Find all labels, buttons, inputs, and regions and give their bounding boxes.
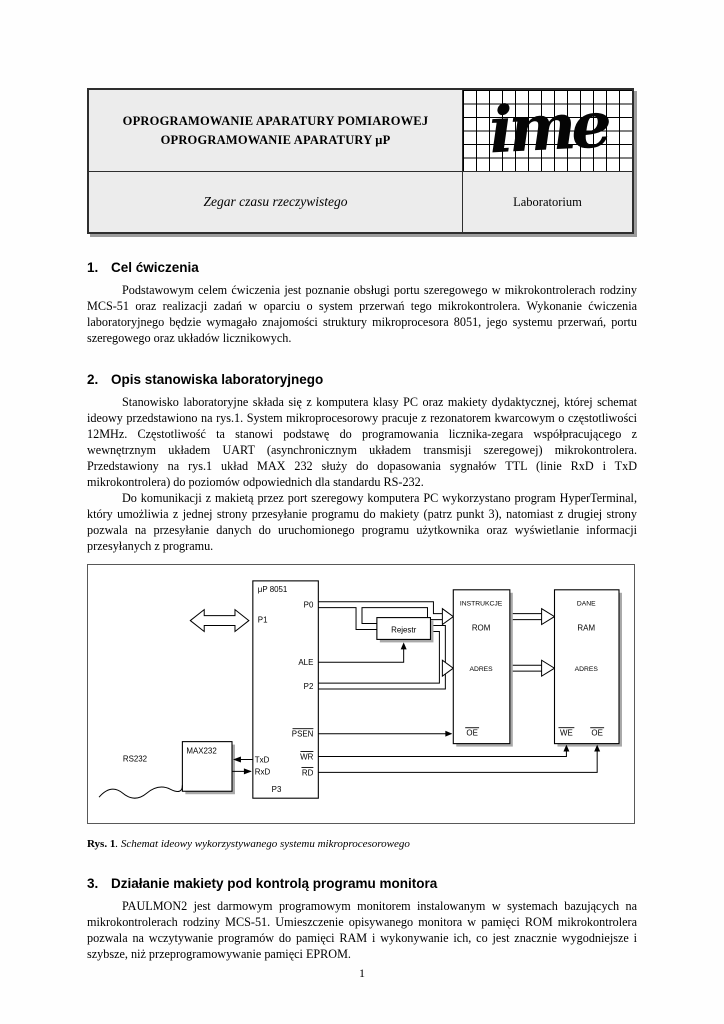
subtitle-cell: Zegar czasu rzeczywistego (89, 172, 463, 232)
rom-addr-bus-arrow (441, 659, 455, 678)
section-3-title: Działanie makiety pod kontrolą programu … (111, 876, 438, 891)
rom-oe-label: OE (466, 729, 477, 738)
section-3-paragraph: PAULMON2 jest darmowym programowym monit… (87, 899, 637, 961)
section-2-heading: 2. Opis stanowiska laboratoryjnego (87, 372, 637, 387)
ale-line (318, 644, 405, 663)
figure-caption: Rys. 1. Schemat ideowy wykorzystywanego … (87, 838, 637, 850)
ime-logo-text: ime (486, 90, 609, 168)
section-3-heading: 3. Działanie makiety pod kontrolą program… (87, 876, 637, 891)
rd-label: RD (302, 768, 314, 777)
figure-frame: μP 8051 P0 P1 ALE P2 PSEN WR RD P3 TxD R… (87, 564, 635, 824)
signal-lines (98, 642, 601, 799)
rejestr-label: Rejestr (391, 625, 416, 634)
bus-network (189, 601, 556, 690)
doc-subtitle: Zegar czasu rzeczywistego (203, 194, 348, 209)
p3-label: P3 (272, 785, 282, 794)
dane-label: DANE (577, 601, 596, 608)
wr-line (318, 746, 567, 758)
rom-adres-label: ADRES (469, 666, 493, 673)
diagram-labels: μP 8051 P0 P1 ALE P2 PSEN WR RD P3 TxD R… (123, 585, 605, 794)
section-1-number: 1. (87, 260, 99, 275)
cpu-block (252, 580, 319, 799)
page-number: 1 (359, 966, 365, 980)
page-content: OPROGRAMOWANIE APARATURY POMIAROWEJ OPRO… (87, 88, 637, 962)
ram-oe-label: OE (591, 729, 602, 738)
system-diagram: μP 8051 P0 P1 ALE P2 PSEN WR RD P3 TxD R… (98, 580, 622, 799)
cpu-label: μP 8051 (258, 585, 288, 594)
rs232-label: RS232 (123, 754, 147, 763)
section-1-paragraph: Podstawowym celem ćwiczenia jest poznani… (87, 283, 637, 345)
section-2-paragraph-2: Do komunikacji z makietą przez port szer… (87, 491, 637, 553)
max232-label: MAX232 (186, 747, 216, 756)
ale-label: ALE (298, 658, 313, 667)
rxd-label: RxD (255, 767, 271, 776)
txd-label: TxD (255, 755, 270, 764)
section-1-heading: 1. Cel ćwiczenia (87, 260, 637, 275)
lab-cell: Laboratorium (463, 172, 632, 232)
ram-addr-bus-arrow (541, 659, 556, 678)
max232-block (181, 741, 233, 792)
doc-title-line1: OPROGRAMOWANIE APARATURY POMIAROWEJ (122, 113, 429, 128)
ram-adres-label: ADRES (575, 666, 599, 673)
header-title-cell: OPROGRAMOWANIE APARATURY POMIAROWEJ OPRO… (89, 90, 463, 172)
wr-label: WR (300, 752, 313, 761)
ram-data-bus-arrow (541, 607, 556, 626)
ram-label: RAM (577, 623, 595, 632)
rd-line (318, 746, 598, 773)
instrukcje-label: INSTRUKCJE (460, 601, 503, 608)
header-table: OPROGRAMOWANIE APARATURY POMIAROWEJ OPRO… (87, 88, 634, 234)
p0-label: P0 (304, 601, 314, 610)
ram-block (553, 589, 620, 745)
figure-caption-text: . Schemat ideowy wykorzystywanego system… (115, 838, 410, 850)
section-3-number: 3. (87, 876, 99, 891)
ram-we-label: WE (560, 729, 573, 738)
section-1-title: Cel ćwiczenia (111, 260, 199, 275)
psen-label: PSEN (292, 730, 314, 739)
p2-label: P2 (304, 682, 314, 691)
rom-label: ROM (472, 623, 490, 632)
rejestr-block (376, 617, 432, 640)
instr-bus-arrow (441, 607, 455, 626)
p1-port-arrow (189, 608, 250, 633)
doc-title-line2: OPROGRAMOWANIE APARATURY μP (160, 132, 391, 147)
figure-caption-label: Rys. 1 (87, 838, 116, 850)
rs232-cable (98, 785, 183, 799)
lab-label: Laboratorium (513, 194, 582, 209)
rom-block (452, 589, 511, 745)
logo-cell: ime (463, 90, 632, 172)
section-2-paragraph-1: Stanowisko laboratoryjne składa się z ko… (87, 395, 637, 489)
p1-label: P1 (258, 616, 268, 625)
section-2-title: Opis stanowiska laboratoryjnego (111, 372, 324, 387)
section-2-number: 2. (87, 372, 99, 387)
ime-logo-grid (463, 90, 632, 171)
blocks (181, 580, 622, 799)
